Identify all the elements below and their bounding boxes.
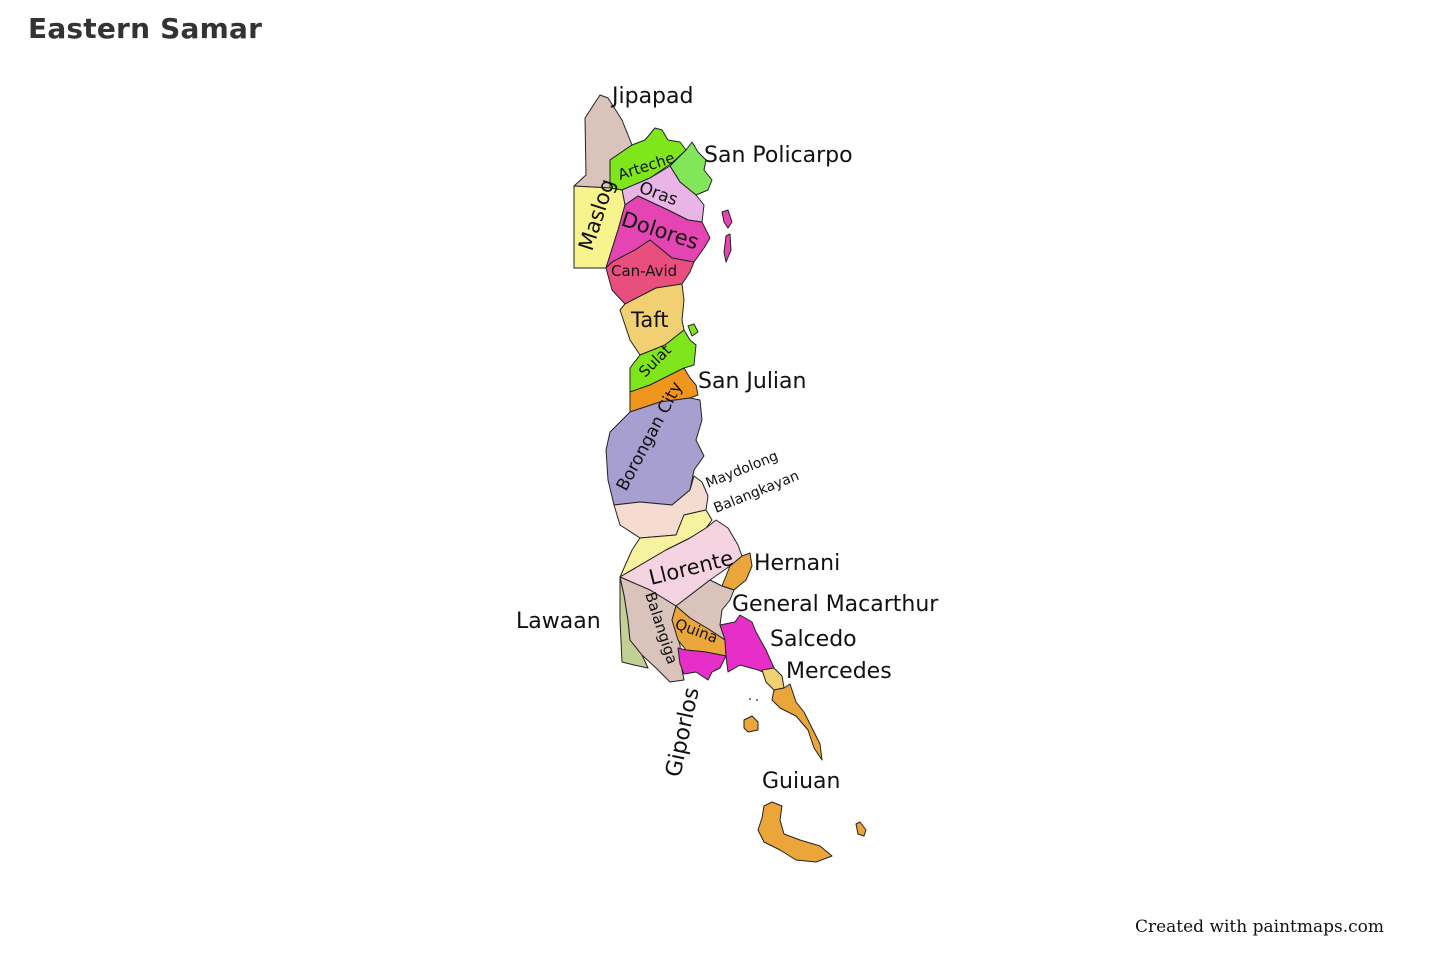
- region-can-avid[interactable]: [605, 239, 695, 305]
- label-can-avid: Can-Avid: [611, 262, 677, 280]
- region-borongan[interactable]: [605, 397, 705, 506]
- islet-dot: [756, 699, 758, 701]
- label-lawaan: Lawaan: [516, 609, 601, 634]
- region-giporlos[interactable]: [677, 647, 727, 681]
- region-shapes: [573, 94, 867, 863]
- region-salcedo[interactable]: [719, 614, 775, 676]
- label-san-julian: San Julian: [698, 369, 806, 394]
- label-general-macarthur: General Macarthur: [732, 592, 939, 617]
- region-guiuan-islet-a[interactable]: [743, 715, 759, 733]
- label-taft: Taft: [630, 308, 668, 332]
- page-title: Eastern Samar: [28, 12, 263, 45]
- label-mercedes: Mercedes: [786, 659, 892, 684]
- label-giporlos: Giporlos: [661, 685, 704, 779]
- credit-text: Created with paintmaps.com: [1134, 917, 1384, 937]
- islet-dot: [749, 698, 751, 700]
- region-islet-dolores-east2[interactable]: [723, 233, 732, 263]
- label-hernani: Hernani: [754, 551, 840, 576]
- region-guiuan-island[interactable]: [757, 801, 833, 863]
- region-islet-taft[interactable]: [687, 323, 699, 337]
- label-guiuan: Guiuan: [762, 769, 840, 794]
- label-jipapad: Jipapad: [610, 84, 693, 109]
- region-mercedes[interactable]: [761, 667, 785, 691]
- region-guiuan-main[interactable]: [771, 683, 823, 761]
- region-islet-dolores-east[interactable]: [721, 209, 733, 229]
- region-guiuan-islet-b[interactable]: [855, 821, 867, 837]
- label-san-policarpo: San Policarpo: [704, 143, 853, 168]
- label-salcedo: Salcedo: [770, 627, 857, 652]
